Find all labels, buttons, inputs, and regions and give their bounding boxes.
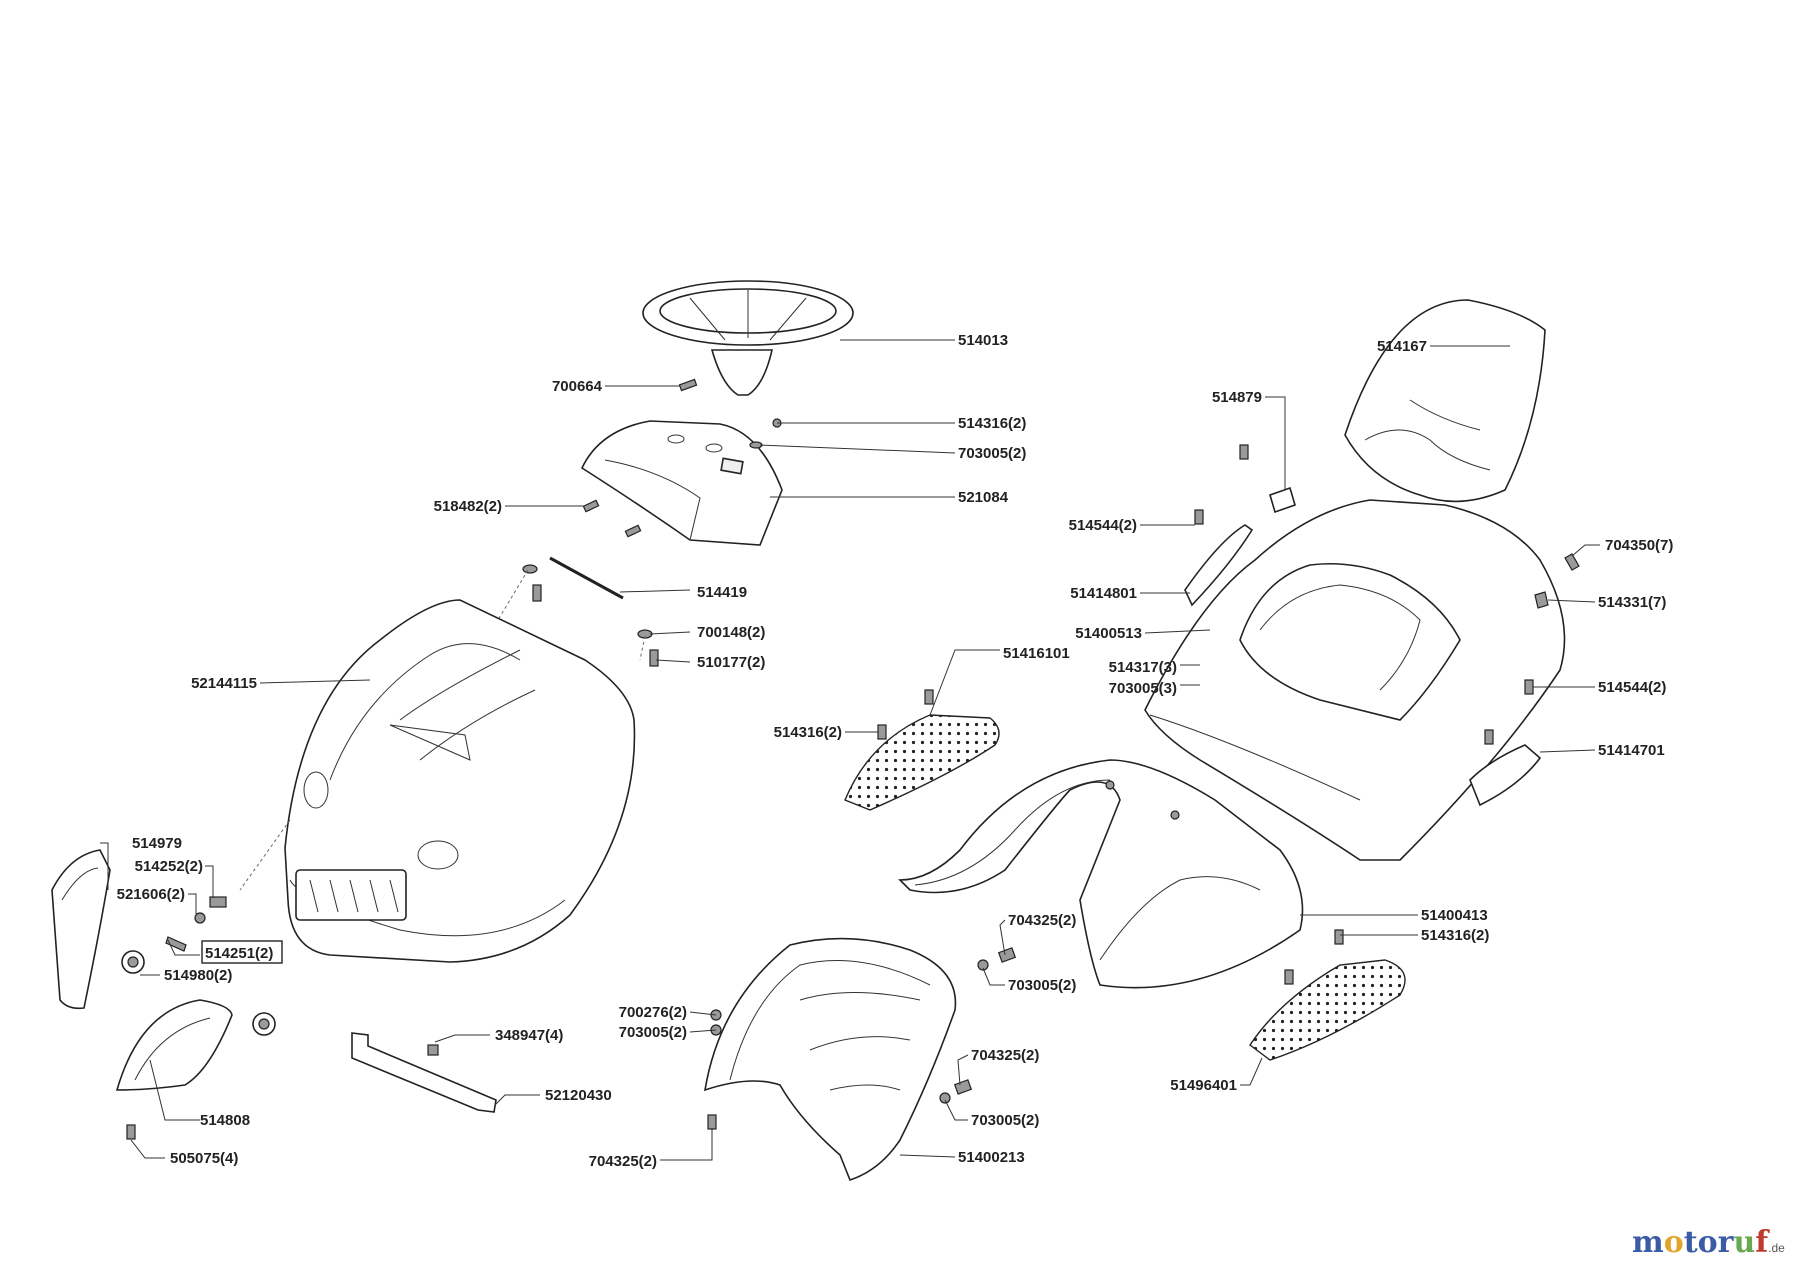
label-514980: 514980(2) (164, 967, 232, 984)
leader-lines (100, 339, 1600, 1161)
label-704350: 704350(7) (1605, 537, 1673, 554)
label-703005-b1: 703005(2) (1008, 977, 1076, 994)
label-514879: 514879 (1212, 389, 1262, 406)
brand-letter: m (1632, 1225, 1664, 1260)
seat (1344, 299, 1546, 503)
rear-body (1144, 499, 1566, 861)
label-704325-mid: 704325(2) (971, 1047, 1039, 1064)
brand-logo[interactable]: motoruf.de (1632, 1225, 1785, 1260)
label-52120430: 52120430 (545, 1087, 612, 1104)
label-514316-left: 514316(2) (774, 724, 842, 741)
label-51414701: 51414701 (1598, 742, 1665, 759)
label-514317: 514317(3) (1109, 659, 1177, 676)
label-51400413: 51400413 (1421, 907, 1488, 924)
label-700276: 700276(2) (619, 1004, 687, 1021)
label-514544-right: 514544(2) (1598, 679, 1666, 696)
label-514331: 514331(7) (1598, 594, 1666, 611)
headlight-parts (51, 849, 276, 1036)
label-703005-b2: 703005(2) (619, 1024, 687, 1041)
label-514013: 514013 (958, 332, 1008, 349)
label-514252: 514252(2) (135, 858, 203, 875)
brand-letter: r (1717, 1225, 1734, 1260)
label-514316-top: 514316(2) (958, 415, 1026, 432)
label-51414801: 51414801 (1070, 585, 1137, 602)
footrest-left (844, 689, 1000, 811)
rod-and-fasteners (479, 556, 659, 667)
label-348947: 348947(4) (495, 1027, 563, 1044)
label-518482: 518482(2) (434, 498, 502, 515)
part-labels: 514013 700664 514316(2) 703005(2) 518482… (117, 332, 1674, 1170)
brand-letter: t (1683, 1225, 1698, 1260)
label-703005-mid: 703005(3) (1109, 680, 1177, 697)
label-700148: 700148(2) (697, 624, 765, 641)
label-521606: 521606(2) (117, 886, 185, 903)
label-52144115: 52144115 (191, 675, 257, 692)
label-514419: 514419 (697, 584, 747, 601)
label-514167: 514167 (1377, 338, 1427, 355)
label-703005-b3: 703005(2) (971, 1112, 1039, 1129)
hood (239, 599, 636, 963)
label-514544-left: 514544(2) (1069, 517, 1137, 534)
label-51416101: 51416101 (1003, 645, 1070, 662)
dashboard-cover (580, 420, 783, 546)
label-51496401: 51496401 (1170, 1077, 1237, 1094)
right-fasteners (1534, 553, 1580, 609)
brand-letter: u (1733, 1225, 1756, 1260)
footrest-right (1249, 929, 1406, 1061)
brand-letter: o (1697, 1225, 1718, 1260)
label-514316-right: 514316(2) (1421, 927, 1489, 944)
label-505075: 505075(4) (170, 1150, 238, 1167)
label-700664: 700664 (552, 378, 603, 395)
floor-body (898, 759, 1304, 989)
bracket (351, 1032, 497, 1113)
brand-letter: o (1663, 1225, 1684, 1260)
seat-switch (1239, 444, 1296, 514)
label-703005-top: 703005(2) (958, 445, 1026, 462)
label-514979: 514979 (132, 835, 182, 852)
label-514251: 514251(2) (205, 945, 273, 962)
label-521084: 521084 (958, 489, 1009, 506)
headlight-lens (115, 999, 233, 1140)
side-trims (1184, 509, 1542, 807)
brand-suffix: .de (1768, 1241, 1785, 1255)
highlight-box (201, 940, 283, 964)
label-51400513: 51400513 (1075, 625, 1142, 642)
label-704325-top: 704325(2) (1008, 912, 1076, 929)
label-510177: 510177(2) (697, 654, 765, 671)
label-51400213: 51400213 (958, 1149, 1025, 1166)
label-704325-bottom: 704325(2) (589, 1153, 657, 1170)
steering-wheel (642, 280, 854, 396)
label-514808: 514808 (200, 1112, 250, 1129)
front-panel (703, 937, 1017, 1181)
brand-letter: f (1755, 1225, 1769, 1260)
